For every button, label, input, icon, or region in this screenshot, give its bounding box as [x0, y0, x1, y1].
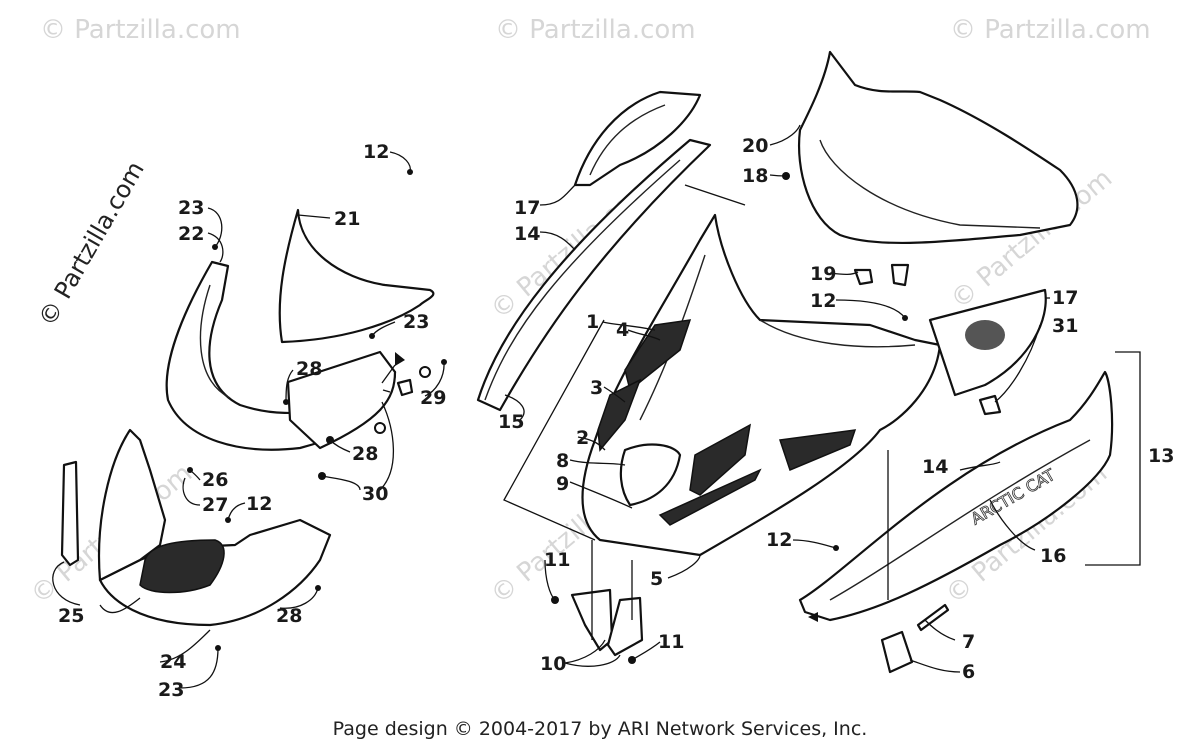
callout-17: 17 [1052, 287, 1078, 309]
watermark-faint: © Partzilla.com [40, 15, 241, 45]
callout-9: 9 [556, 473, 569, 495]
callout-12: 12 [363, 141, 389, 163]
callout-14: 14 [922, 456, 948, 478]
callout-13: 13 [1148, 445, 1174, 467]
callout-16: 16 [1040, 545, 1066, 567]
callout-23: 23 [178, 197, 204, 219]
callout-23: 23 [403, 311, 429, 333]
callout-28: 28 [276, 605, 302, 627]
callout-labels: 12 23 22 21 23 28 29 28 30 26 27 12 25 2… [58, 135, 1174, 701]
callout-12: 12 [246, 493, 272, 515]
grille-mesh [139, 539, 225, 594]
left-nose-assembly [60, 169, 447, 651]
arrow-marker-icon [808, 612, 818, 622]
side-panel-part [97, 428, 167, 582]
pin-part-7 [916, 603, 950, 632]
callout-14: 14 [514, 223, 540, 245]
watermark-faint: © Partzilla.com [495, 15, 696, 45]
callout-11: 11 [544, 549, 570, 571]
vent-mesh-3 [597, 378, 642, 452]
callout-24: 24 [160, 651, 186, 673]
block-part-6 [880, 630, 914, 674]
callout-20: 20 [742, 135, 768, 157]
callout-21: 21 [334, 208, 360, 230]
vent-mesh-4 [624, 319, 692, 392]
side-panel-part-16 [798, 370, 1114, 622]
callout-18: 18 [742, 165, 768, 187]
arrow-marker-icon [395, 352, 405, 366]
callout-31: 31 [1052, 315, 1078, 337]
callout-1: 1 [586, 311, 599, 333]
strip-part-25 [60, 460, 80, 567]
callout-28: 28 [296, 358, 322, 380]
callout-23: 23 [158, 679, 184, 701]
page-footer: Page design © 2004-2017 by ARI Network S… [332, 718, 868, 740]
fastener-icon [419, 366, 431, 378]
callout-27: 27 [202, 494, 228, 516]
callout-22: 22 [178, 223, 204, 245]
vent-mesh-left [689, 423, 751, 496]
callout-2: 2 [576, 427, 589, 449]
callout-17: 17 [514, 197, 540, 219]
watermark-faint: © Partzilla.com [950, 15, 1151, 45]
bracket-part-19 [853, 268, 874, 286]
callout-12: 12 [766, 529, 792, 551]
callout-28: 28 [352, 443, 378, 465]
bracket-part-19b [890, 263, 910, 287]
callout-11: 11 [658, 631, 684, 653]
callout-4: 4 [616, 319, 629, 341]
callout-6: 6 [962, 661, 975, 683]
bracket-part [286, 350, 397, 450]
center-hood-assembly [476, 90, 942, 664]
right-assembly: ARCTIC CAT [782, 50, 1114, 674]
bracket-part-10b [606, 596, 644, 657]
callout-12: 12 [810, 290, 836, 312]
callout-19: 19 [810, 263, 836, 285]
watermark-main: © Partzilla.com [33, 157, 150, 331]
vent-mesh-lower [658, 468, 762, 526]
callout-3: 3 [590, 377, 603, 399]
callout-30: 30 [362, 483, 388, 505]
strip-part-14 [476, 138, 712, 412]
callout-29: 29 [420, 387, 446, 409]
scoop-part-8 [619, 443, 682, 507]
windshield-part-21 [278, 208, 435, 344]
clip-part-31 [978, 394, 1002, 416]
trim-part-17 [573, 90, 702, 187]
callout-10: 10 [540, 653, 566, 675]
callout-5: 5 [650, 568, 663, 590]
callout-8: 8 [556, 450, 569, 472]
leader-lines [52, 124, 1141, 689]
callout-15: 15 [498, 411, 524, 433]
callout-26: 26 [202, 469, 228, 491]
fastener-icon [374, 422, 386, 434]
vent-mesh-right [779, 429, 857, 472]
callout-25: 25 [58, 605, 84, 627]
windshield-part-20 [798, 50, 1079, 244]
clip-part [396, 378, 414, 397]
callout-7: 7 [962, 631, 975, 653]
vent-mesh [965, 320, 1005, 350]
